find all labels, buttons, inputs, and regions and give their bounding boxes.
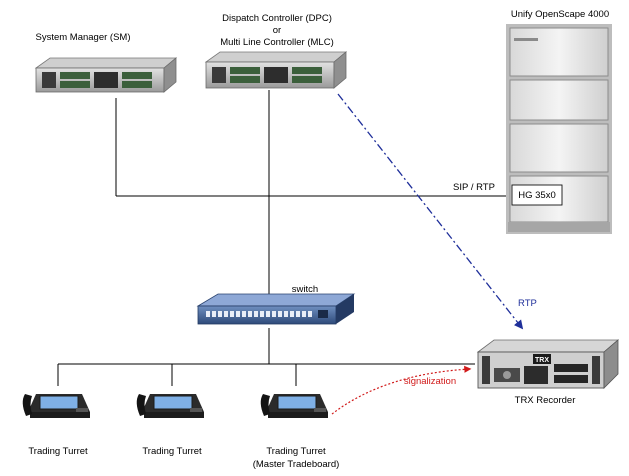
switch-ports: [206, 310, 328, 318]
trx-badge-plate: [533, 354, 551, 364]
dpc-label-line2: or: [273, 25, 281, 36]
turret-1-label: Trading Turret: [28, 446, 88, 457]
trx-badge-text: TRX: [535, 357, 549, 364]
trading-turret-3: [260, 393, 329, 419]
hg-module-label: HG 35x0: [518, 190, 556, 201]
signalization-label: signalization: [404, 376, 456, 387]
turret-3-sublabel: (Master Tradeboard): [253, 459, 340, 470]
system-manager-server: [34, 57, 178, 93]
hg-module-box: [511, 184, 563, 206]
rtp-label: RTP: [518, 298, 537, 309]
dpc-label-line1: Dispatch Controller (DPC): [222, 13, 332, 24]
trading-turret-1: [22, 393, 91, 419]
connection-lines: [57, 90, 520, 386]
turret-2-label: Trading Turret: [142, 446, 202, 457]
rtp-arrow: [337, 93, 524, 330]
sip-rtp-label: SIP / RTP: [453, 182, 495, 193]
system-manager-label: System Manager (SM): [35, 32, 130, 43]
network-switch: [196, 293, 356, 325]
signalization-arrow: [331, 365, 472, 415]
trx-recorder-label: TRX Recorder: [515, 395, 576, 406]
dispatch-controller-server: [204, 51, 348, 89]
trading-turret-2: [136, 393, 205, 419]
trx-recorder-device: TRX: [476, 339, 620, 389]
turret-3-label: Trading Turret: [266, 446, 326, 457]
openscape-label: Unify OpenScape 4000: [511, 9, 609, 20]
switch-label: switch: [292, 284, 318, 295]
dpc-label-line3: Multi Line Controller (MLC): [220, 37, 334, 48]
